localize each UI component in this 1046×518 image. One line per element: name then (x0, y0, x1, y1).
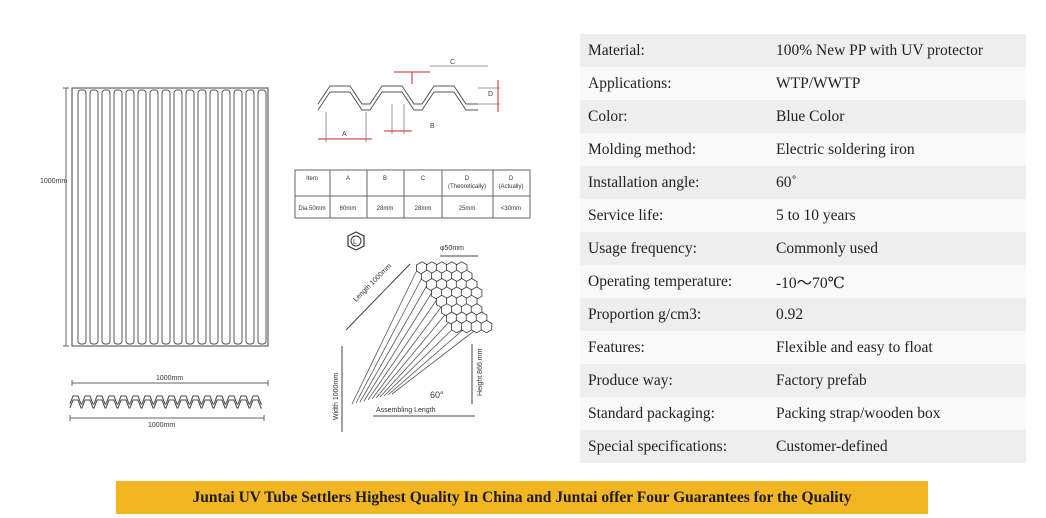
spec-value: 100% New PP with UV protector (768, 34, 1026, 67)
spec-value: 5 to 10 years (768, 199, 1026, 232)
spec-key: Color: (580, 100, 768, 133)
spec-row: Material:100% New PP with UV protector (580, 34, 1026, 67)
front-view (63, 87, 269, 386)
spec-value: 0.92 (768, 298, 1026, 331)
iso-height-label: Height 866 mm (477, 348, 484, 396)
spec-key: Service life: (580, 199, 768, 232)
spec-row: Service life:5 to 10 years (580, 199, 1026, 232)
dimension-profile (317, 65, 500, 142)
spec-row: Color:Blue Color (580, 100, 1026, 133)
dim-header-d-actual: D(Actually) (498, 176, 523, 190)
spec-value: Customer-defined (768, 430, 1026, 463)
spec-row: Installation angle:60˚ (580, 166, 1026, 199)
dim-label-a: A (342, 131, 347, 138)
dim-cell-item: Dia 50mm (298, 206, 325, 212)
iso-icon-letter: L (353, 239, 357, 246)
profile-view (69, 395, 265, 421)
spec-key: Produce way: (580, 364, 768, 397)
dim-header-d-theoretical: D(Theoretically) (448, 176, 486, 190)
dim-header-b: B (383, 176, 387, 182)
spec-key: Proportion g/cm3: (580, 298, 768, 331)
spec-key: Molding method: (580, 133, 768, 166)
spec-key: Special specifications: (580, 430, 768, 463)
isometric-module (341, 231, 493, 432)
spec-value: Packing strap/wooden box (768, 397, 1026, 430)
dim-label-d: D (488, 91, 493, 98)
quality-banner: Juntai UV Tube Settlers Highest Quality … (116, 481, 928, 514)
dim-label-b: B (430, 123, 435, 130)
spec-key: Operating temperature: (580, 265, 768, 298)
spec-row: Produce way:Factory prefab (580, 364, 1026, 397)
spec-value: Factory prefab (768, 364, 1026, 397)
iso-diameter-label: φ50mm (440, 245, 464, 252)
iso-width-label: Width 1000mm (333, 373, 340, 420)
dim-header-a: A (346, 176, 350, 182)
spec-row: Special specifications:Customer-defined (580, 430, 1026, 463)
spec-key: Usage frequency: (580, 232, 768, 265)
dim-label-c: C (450, 59, 455, 66)
iso-assembling-label: Assembling Length (376, 407, 436, 414)
front-width-label: 1000mm (156, 375, 183, 382)
spec-row: Proportion g/cm3:0.92 (580, 298, 1026, 331)
spec-row: Usage frequency:Commonly used (580, 232, 1026, 265)
front-height-label: 1000mm (40, 178, 67, 185)
spec-key: Installation angle: (580, 166, 768, 199)
dim-header-item: Item (306, 176, 318, 182)
dimension-table (294, 169, 531, 219)
spec-row: Molding method:Electric soldering iron (580, 133, 1026, 166)
spec-value: Blue Color (768, 100, 1026, 133)
spec-row: Standard packaging:Packing strap/wooden … (580, 397, 1026, 430)
iso-length-label: Length 1000mm (352, 263, 393, 304)
iso-angle-label: 60° (430, 390, 444, 400)
spec-row: Operating temperature:-10～70℃ (580, 265, 1026, 298)
spec-value: -10～70℃ (768, 265, 1026, 298)
spec-value: Commonly used (768, 232, 1026, 265)
spec-key: Applications: (580, 67, 768, 100)
profile-width-label: 1000mm (148, 422, 175, 429)
dim-cell-a: 60mm (340, 206, 357, 212)
spec-value: Flexible and easy to float (768, 331, 1026, 364)
spec-value: 60˚ (768, 166, 1026, 199)
dim-cell-d-theoretical: 25mm (459, 206, 476, 212)
spec-row: Features:Flexible and easy to float (580, 331, 1026, 364)
dim-cell-d-actual: <30mm (501, 206, 521, 212)
spec-key: Material: (580, 34, 768, 67)
spec-value: Electric soldering iron (768, 133, 1026, 166)
dim-cell-c: 28mm (415, 206, 432, 212)
dim-header-c: C (421, 176, 426, 182)
dim-cell-b: 28mm (377, 206, 394, 212)
spec-key: Features: (580, 331, 768, 364)
spec-row: Applications:WTP/WWTP (580, 67, 1026, 100)
technical-drawing: 1000mm 1000mm 1000mm A B C D (40, 59, 531, 432)
spec-value: WTP/WWTP (768, 67, 1026, 100)
spec-key: Standard packaging: (580, 397, 768, 430)
